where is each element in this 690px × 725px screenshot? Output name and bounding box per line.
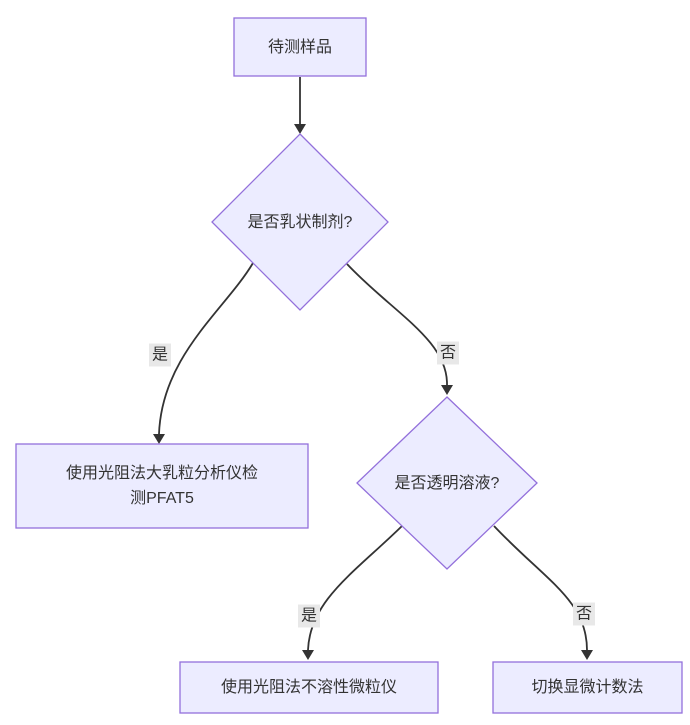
- arrowhead-result-light-obscuration: [302, 650, 314, 660]
- arrowhead-result-microscopy: [581, 650, 593, 660]
- node-result-microscopy-shape: [492, 661, 683, 714]
- edge-label-no1: 否: [436, 341, 460, 365]
- node-decision1-label: 是否乳状制剂?: [247, 213, 353, 231]
- node-result-pfat5-label: 使用光阻法大乳粒分析仪检测PFAT5: [65, 465, 258, 507]
- node-result-microscopy-label: 切换显微计数法: [531, 679, 644, 696]
- edge-no1: [346, 263, 448, 386]
- node-decision1-shape: [211, 133, 389, 311]
- node-result-pfat5-shape: [15, 443, 309, 529]
- arrowhead-decision2: [441, 385, 453, 395]
- edge-yes1: [158, 262, 254, 435]
- node-result-light-obscuration-shape: [179, 661, 439, 714]
- edge-yes2: [307, 525, 403, 651]
- edge-label-yes1: 是: [148, 343, 172, 367]
- node-result-light-obscuration-label: 使用光阻法不溶性微粒仪: [220, 679, 397, 696]
- node-decision2-shape: [356, 396, 538, 570]
- node-start-shape: [233, 17, 367, 77]
- edge-no2: [493, 525, 588, 651]
- edge-label-yes2: 是: [297, 604, 321, 628]
- arrowhead-result-pfat5: [153, 434, 165, 444]
- node-decision2-label: 是否透明溶液?: [394, 474, 500, 492]
- arrowhead-decision1: [294, 124, 306, 134]
- node-start-label: 待测样品: [267, 38, 332, 56]
- edge-label-no2: 否: [572, 602, 596, 626]
